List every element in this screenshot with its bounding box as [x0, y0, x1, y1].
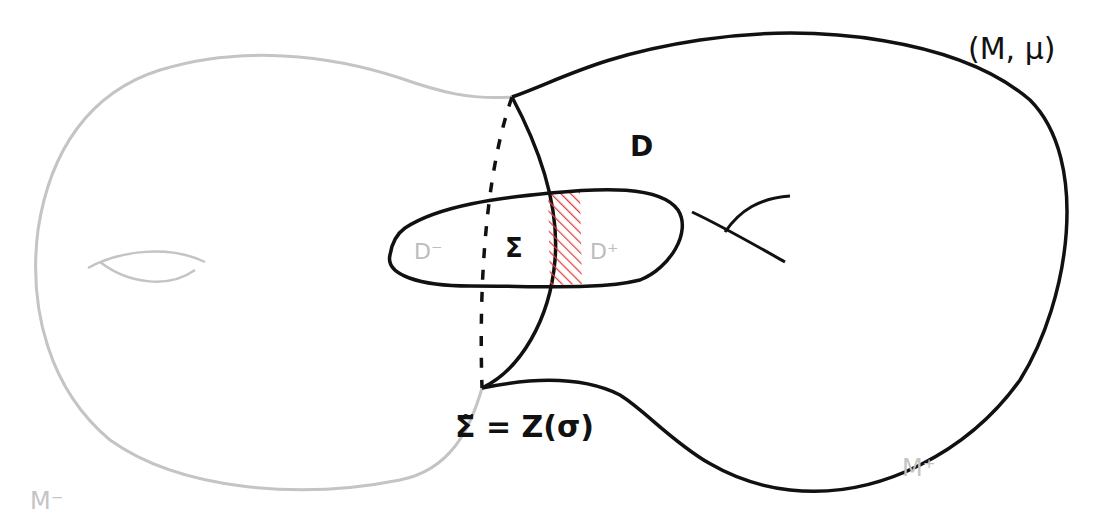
right-handle — [692, 196, 790, 262]
math-label: Σ̃ = Z(σ) — [455, 410, 594, 443]
math-label: D — [630, 132, 653, 163]
math-label: Σ — [505, 234, 523, 263]
disk-outline — [390, 190, 683, 287]
math-label: D⁻ — [414, 240, 443, 264]
left-handle — [88, 252, 205, 282]
left-outline — [36, 55, 512, 489]
math-label: D⁺ — [590, 240, 619, 264]
hatched-strip — [548, 192, 582, 285]
front-curve — [482, 97, 556, 388]
math-label: M⁻ — [30, 488, 63, 514]
math-label: M⁺ — [902, 455, 935, 481]
math-label: (M, μ) — [968, 32, 1055, 65]
